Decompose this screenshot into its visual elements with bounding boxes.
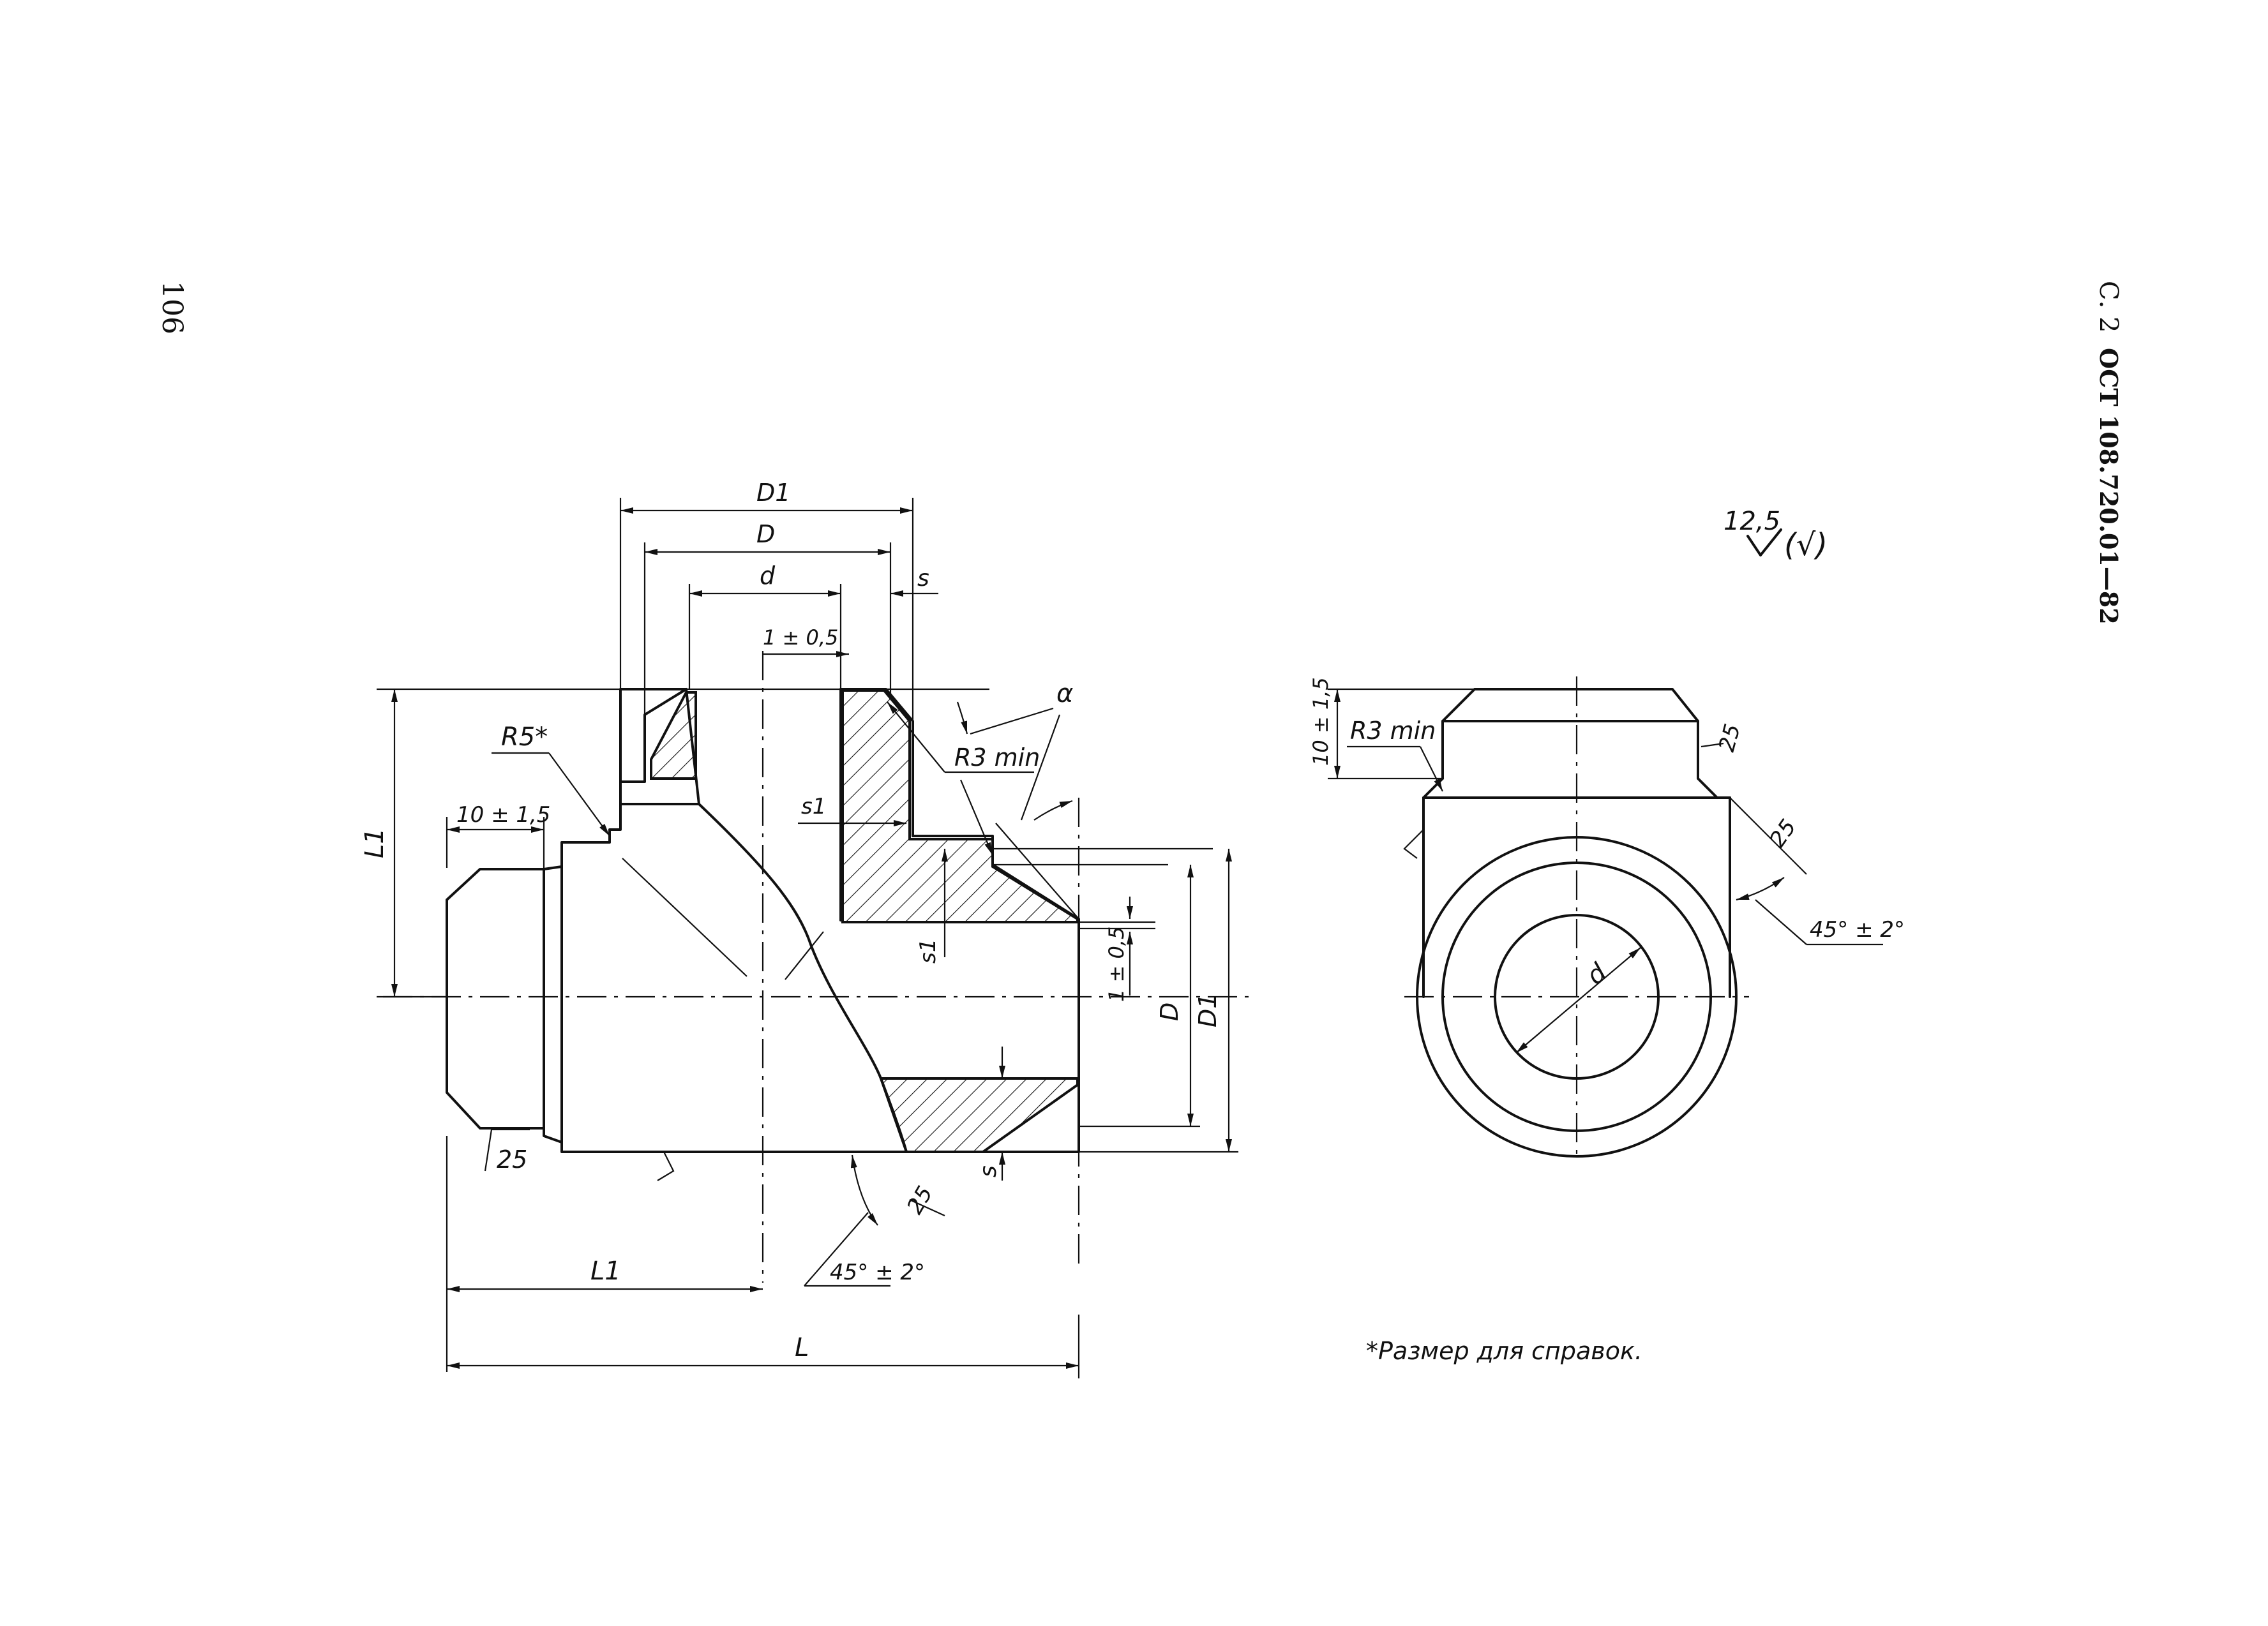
- dim-angle-45-front: 45° ± 2°: [830, 1260, 925, 1285]
- hatched-run-wall-upper: [841, 689, 1079, 923]
- rough-25-bottom: 25: [902, 1182, 938, 1218]
- rough-25-left: 25: [497, 1145, 527, 1174]
- standard-number: ОСТ 108.720.01—82: [2094, 348, 2123, 625]
- dim-L: L: [795, 1333, 809, 1362]
- dim-alpha: α: [1056, 679, 1073, 708]
- dim-s1-upper: s1: [801, 794, 826, 819]
- hatched-run-wall-lower: [879, 1077, 1079, 1153]
- dim-tol-side: 1 ± 0,5: [1104, 927, 1129, 1002]
- side-outer-circle: [1416, 836, 1738, 1158]
- dim-D1-top: D1: [756, 479, 790, 507]
- dim-chamfer-left: 10 ± 1,5: [456, 802, 550, 828]
- dim-s1-lower: s1: [915, 939, 941, 964]
- intersection-line-2: [785, 931, 824, 980]
- dim-chamfer-side: 10 ± 1,5: [1309, 677, 1333, 766]
- dim-R3-front: R3 min: [954, 743, 1040, 772]
- side-top-hub: [1422, 688, 1718, 799]
- roughness-value: 12,5: [1724, 507, 1780, 536]
- dim-L1-horizontal: L1: [590, 1257, 621, 1286]
- dim-R3-side: R3 min: [1350, 717, 1436, 745]
- roughness-symbol: 12,5 (√): [1724, 507, 1828, 563]
- dim-angle-45-side: 45° ± 2°: [1810, 917, 1905, 943]
- rough-25-side: 25: [1765, 815, 1802, 852]
- dim-d-top: d: [760, 562, 776, 590]
- dim-tol-top: 1 ± 0,5: [763, 625, 838, 650]
- rough-25-top: 25: [1714, 721, 1746, 754]
- side-middle-circle: [1441, 861, 1712, 1132]
- dim-D-top: D: [756, 520, 775, 548]
- dim-d-side: d: [1581, 958, 1612, 991]
- bottom-mark-icon: [657, 1151, 675, 1181]
- hatched-branch-wall: [650, 691, 697, 780]
- front-view: D1 D d s 1 ± 0,5 L1 α R5* R3 min: [360, 479, 1251, 1378]
- side-bore-circle: [1494, 914, 1660, 1080]
- roughness-bracket: (√): [1784, 527, 1828, 563]
- dim-D1-side: D1: [1194, 994, 1222, 1027]
- check-icon: [1746, 528, 1782, 556]
- dim-s-bottom: s: [975, 1165, 1002, 1177]
- dim-R5: R5*: [501, 722, 548, 752]
- side-mark-icon: [1403, 829, 1424, 859]
- footnote: *Размер для справок.: [1366, 1337, 1642, 1365]
- dim-s-top: s: [917, 565, 929, 592]
- sheet-reference: С. 2: [2094, 281, 2123, 332]
- intersection-line: [622, 858, 747, 977]
- dim-D-side: D: [1155, 1003, 1183, 1021]
- side-view: d 10 ± 1,5 R3 min 25 25 45° ± 2°: [1309, 676, 1905, 1161]
- branch-chamfer: [619, 688, 687, 783]
- page-number: 106: [156, 281, 188, 334]
- dim-L1-vertical: L1: [360, 828, 389, 858]
